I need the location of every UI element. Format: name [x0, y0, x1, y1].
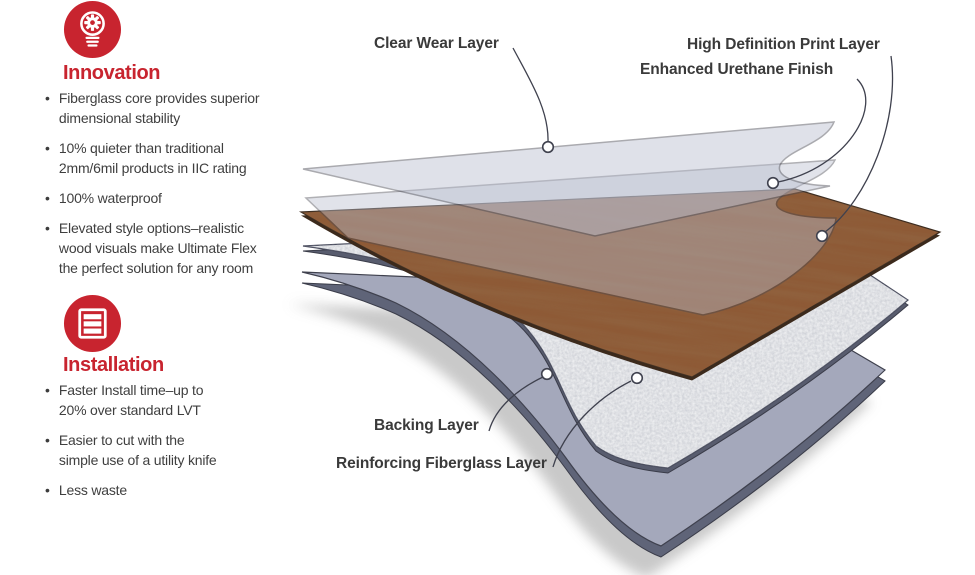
dot-urethane — [766, 176, 780, 190]
dot-backing — [540, 367, 554, 381]
list-item: • Easier to cut with the simple use of a… — [45, 432, 217, 468]
installation-heading: Installation — [63, 354, 164, 376]
list-item: • 10% quieter than traditional 2mm/6mil … — [45, 140, 247, 176]
list-item: • 100% waterproof — [45, 190, 162, 206]
label-backing-layer: Backing Layer — [374, 417, 479, 434]
layer-wood-print — [298, 188, 942, 381]
bullet-dot-icon: • — [45, 140, 50, 156]
bullet-dot-icon: • — [45, 482, 50, 498]
innovation-heading: Innovation — [63, 62, 161, 84]
lightbulb-gear-icon — [63, 0, 122, 59]
bullet-dot-icon: • — [45, 190, 50, 206]
dot-wood-print — [815, 229, 829, 243]
layer-urethane-sheet — [304, 159, 837, 316]
dot-fiberglass — [630, 371, 644, 385]
dot-clear-wear — [541, 140, 555, 154]
layer-clear-wear-sheet — [302, 121, 836, 237]
bullet-dot-icon: • — [45, 432, 50, 448]
label-enhanced-urethane-finish: Enhanced Urethane Finish — [640, 61, 834, 78]
installation-bullet-list: • Faster Install time–up to 20% over sta… — [45, 380, 280, 510]
label-clear-wear-layer: Clear Wear Layer — [374, 35, 499, 52]
bullet-dot-icon: • — [45, 220, 50, 236]
list-item: • Less waste — [45, 482, 127, 498]
label-reinforcing-fiberglass-layer: Reinforcing Fiberglass Layer — [336, 455, 547, 472]
label-high-definition-print-layer: High Definition Print Layer — [687, 36, 880, 53]
leader-lines — [488, 47, 894, 468]
list-item: • Elevated style options–realistic wood … — [45, 220, 257, 276]
callout-dots — [540, 140, 829, 385]
bullet-dot-icon: • — [45, 382, 50, 398]
innovation-bullet-list: • Fiberglass core provides superior dime… — [45, 88, 280, 288]
stacked-layers-icon — [63, 294, 122, 353]
list-item: • Fiberglass core provides superior dime… — [45, 90, 260, 126]
list-item: • Faster Install time–up to 20% over sta… — [45, 382, 204, 418]
bullet-dot-icon: • — [45, 90, 50, 106]
